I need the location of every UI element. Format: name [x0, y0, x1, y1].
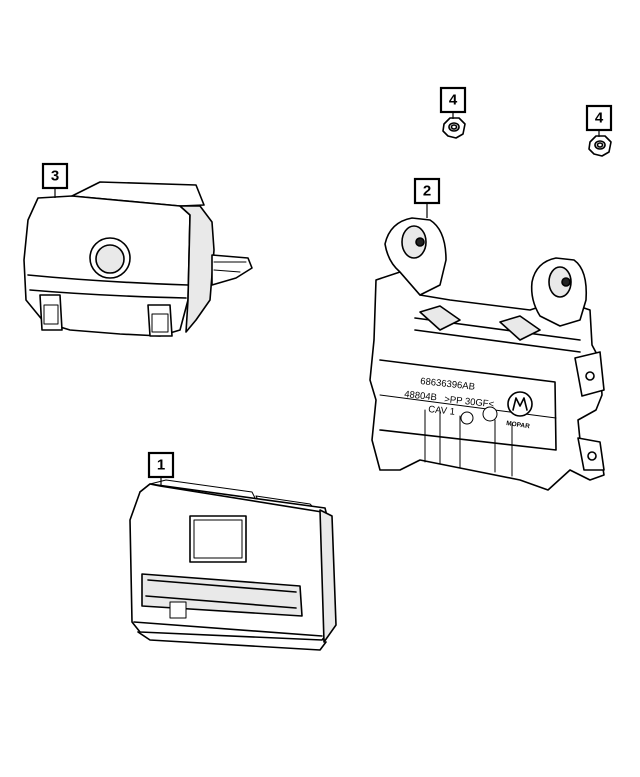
part-4-nut-left	[442, 117, 466, 139]
part-3-cover	[23, 181, 253, 337]
callout-1: 1	[147, 451, 175, 486]
bracket-mold-code: 48804B	[404, 389, 438, 403]
svg-text:2: 2	[423, 183, 431, 200]
callout-4-left: 4	[439, 86, 467, 119]
callout-2: 2	[413, 177, 441, 218]
callout-3: 3	[41, 162, 69, 198]
part-4-nut-right	[588, 135, 612, 157]
svg-text:4: 4	[595, 110, 604, 127]
part-1-module	[129, 479, 337, 651]
part-2-bracket	[369, 217, 605, 491]
svg-text:4: 4	[449, 92, 458, 109]
bracket-material: >PP 30GF<	[444, 394, 495, 410]
bracket-cavity: CAV 1	[428, 404, 456, 418]
svg-text:3: 3	[51, 168, 59, 185]
callout-4-right: 4	[585, 104, 613, 137]
bracket-brand: MOPAR	[506, 420, 531, 430]
svg-text:1: 1	[157, 457, 165, 474]
bracket-markings: 68636396AB 48804B >PP 30GF< CAV 1 MOPAR	[404, 376, 531, 430]
